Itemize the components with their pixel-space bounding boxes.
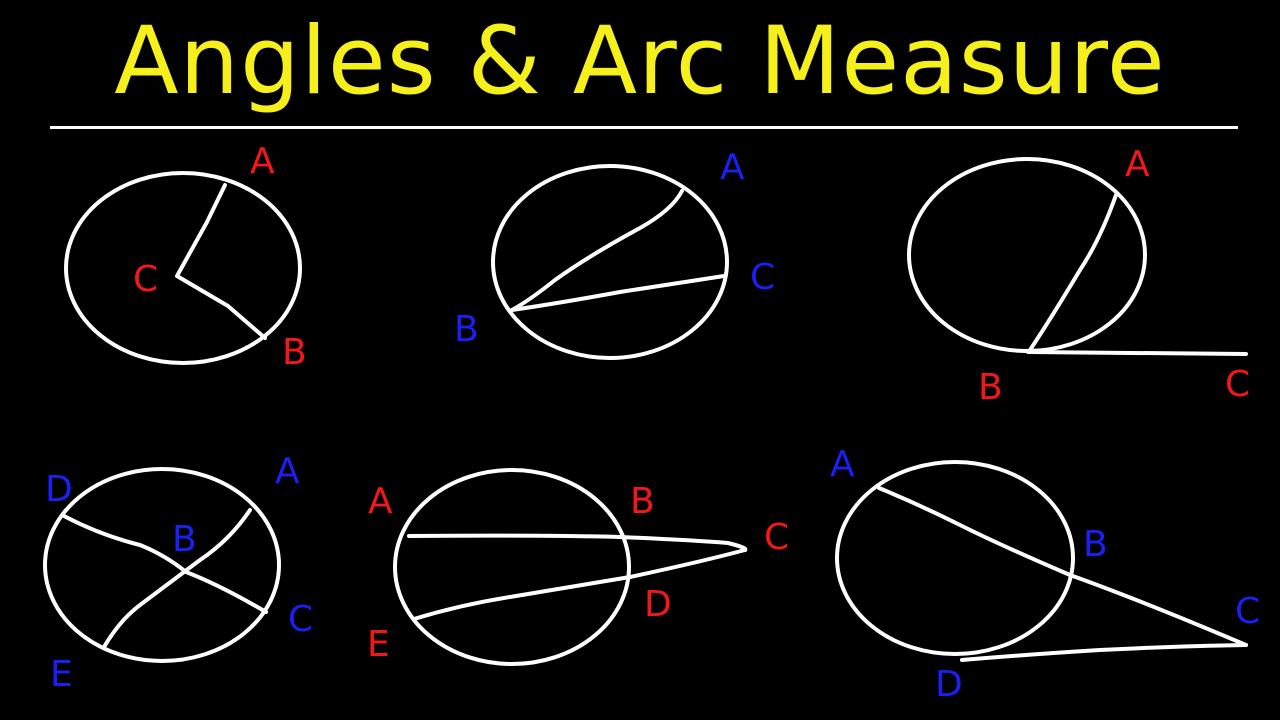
tangent-BC bbox=[1026, 350, 1248, 356]
label-D: D bbox=[45, 469, 73, 510]
label-A: A bbox=[720, 147, 745, 188]
label-B: B bbox=[978, 367, 1003, 408]
circle bbox=[64, 171, 302, 365]
circle bbox=[43, 467, 281, 663]
chord-BC bbox=[510, 274, 726, 312]
secant-AC bbox=[407, 533, 748, 552]
label-B: B bbox=[630, 481, 655, 522]
circle bbox=[835, 460, 1075, 656]
label-B: B bbox=[1083, 524, 1108, 565]
label-C: C bbox=[1225, 364, 1251, 405]
label-C: C bbox=[750, 257, 776, 298]
label-E: E bbox=[367, 624, 390, 665]
chord-BA bbox=[510, 189, 684, 312]
chord-AE bbox=[102, 508, 252, 649]
label-C: C bbox=[1235, 591, 1261, 632]
tangent-DC bbox=[960, 643, 1248, 662]
label-B: B bbox=[282, 332, 307, 373]
diagram-secant-tangent bbox=[835, 460, 1248, 662]
label-D: D bbox=[644, 584, 672, 625]
label-C: C bbox=[288, 599, 314, 640]
secant-AC bbox=[877, 486, 1248, 647]
title-divider bbox=[50, 126, 1238, 129]
circle bbox=[491, 164, 729, 360]
chord-DC bbox=[62, 514, 268, 614]
secant-EC bbox=[412, 548, 747, 621]
circle bbox=[393, 468, 631, 666]
label-B: B bbox=[172, 519, 197, 560]
diagram-tangent-chord bbox=[907, 157, 1248, 356]
label-D: D bbox=[935, 664, 963, 705]
label-B: B bbox=[454, 309, 479, 350]
label-A: A bbox=[368, 481, 393, 522]
label-A: A bbox=[1125, 144, 1150, 185]
page-title: Angles & Arc Measure bbox=[114, 7, 1166, 116]
label-C: C bbox=[133, 259, 159, 300]
central-angle-rays bbox=[175, 183, 267, 340]
label-A: A bbox=[275, 451, 300, 492]
diagram-central-angle bbox=[64, 171, 302, 365]
diagram-two-secants bbox=[393, 468, 748, 666]
diagram-inscribed-angle bbox=[491, 164, 729, 360]
label-E: E bbox=[50, 654, 73, 695]
label-A: A bbox=[250, 141, 275, 182]
circle bbox=[907, 157, 1147, 353]
chord-BA bbox=[1028, 193, 1118, 352]
label-C: C bbox=[764, 517, 790, 558]
diagram-intersecting-chords bbox=[43, 467, 281, 663]
label-A: A bbox=[830, 444, 855, 485]
